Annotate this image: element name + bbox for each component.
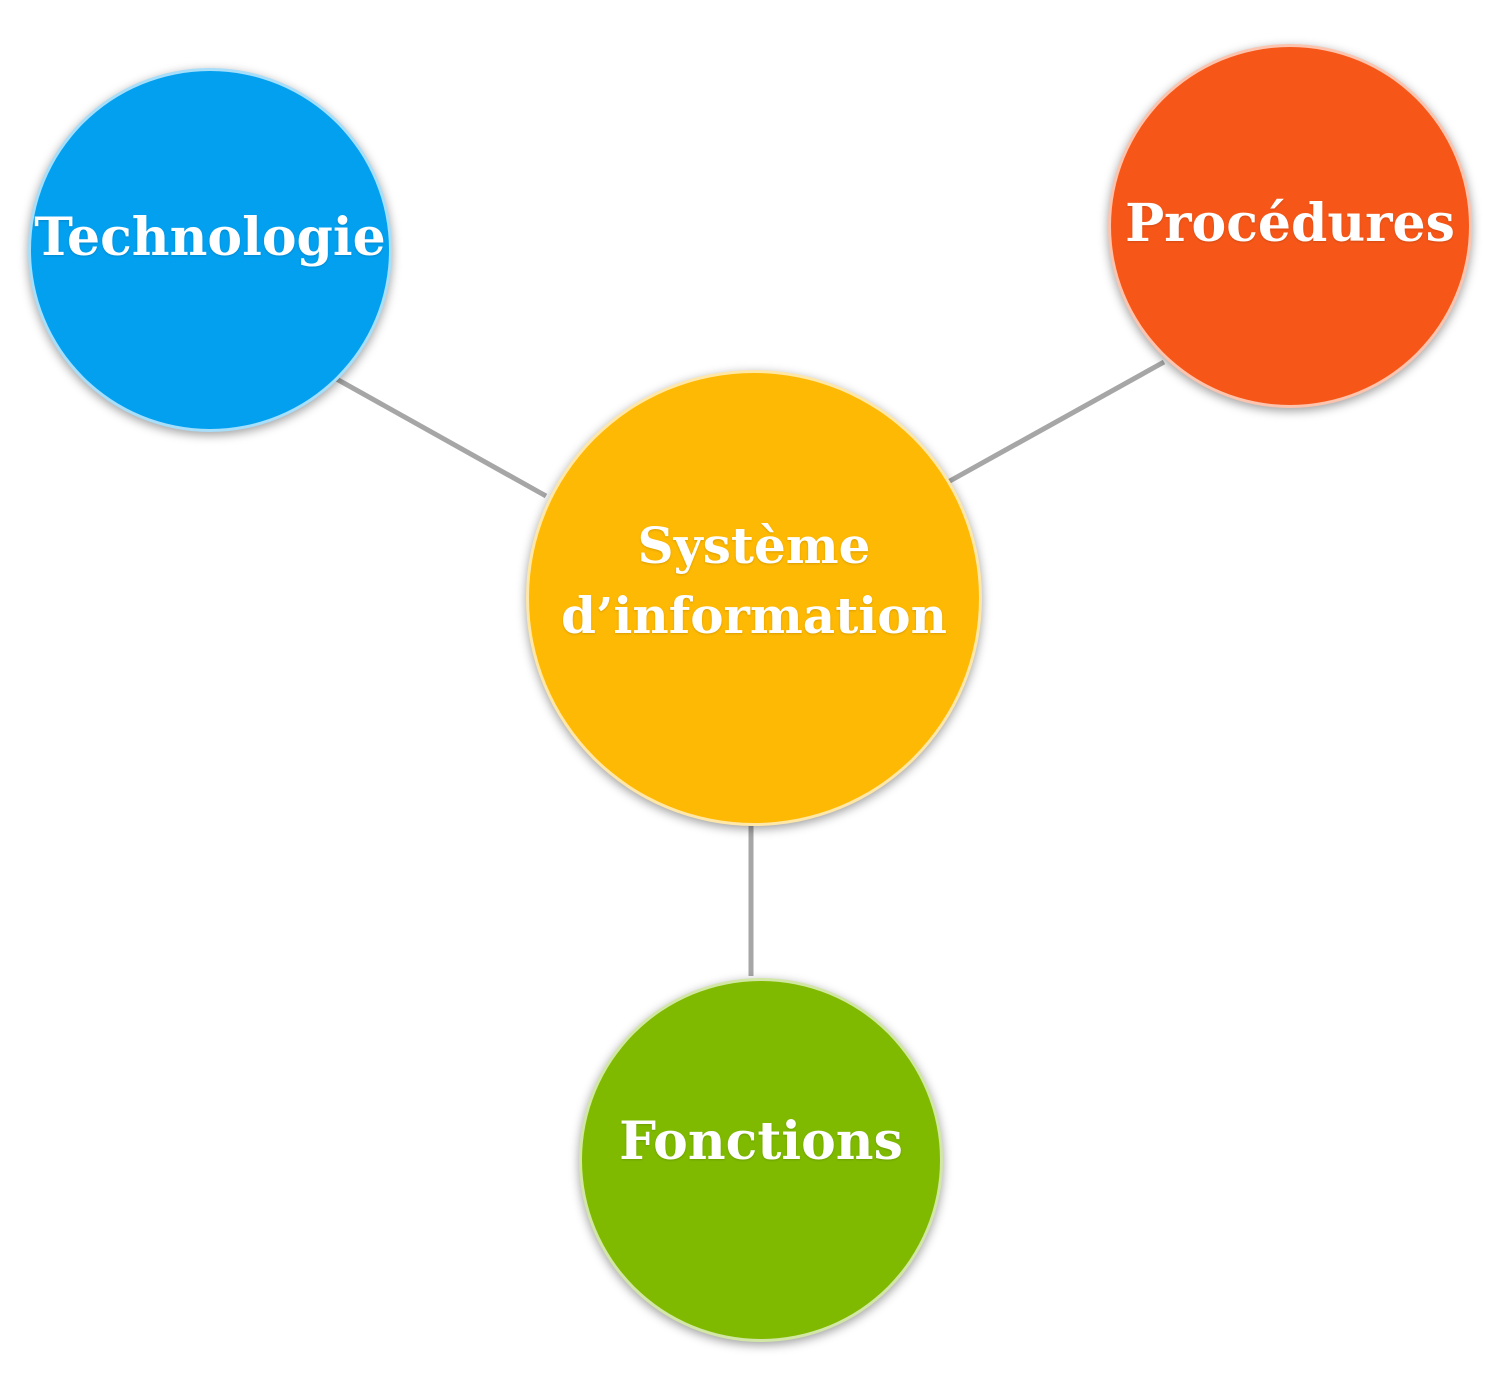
- node-procedures-label: Procédures: [1125, 193, 1455, 254]
- node-systeme-information: Système d’information: [526, 370, 982, 826]
- node-fonctions-label: Fonctions: [619, 1111, 903, 1172]
- connector-procedures: [946, 359, 1166, 485]
- node-center-label-line2: d’information: [560, 586, 947, 645]
- node-procedures: Procédures: [1108, 44, 1472, 408]
- node-fonctions: Fonctions: [579, 978, 943, 1342]
- connector-technologie: [331, 374, 548, 499]
- node-center-label-line1: Système: [637, 516, 871, 575]
- node-technologie: Technologie: [28, 68, 392, 432]
- node-technologie-label: Technologie: [34, 207, 386, 268]
